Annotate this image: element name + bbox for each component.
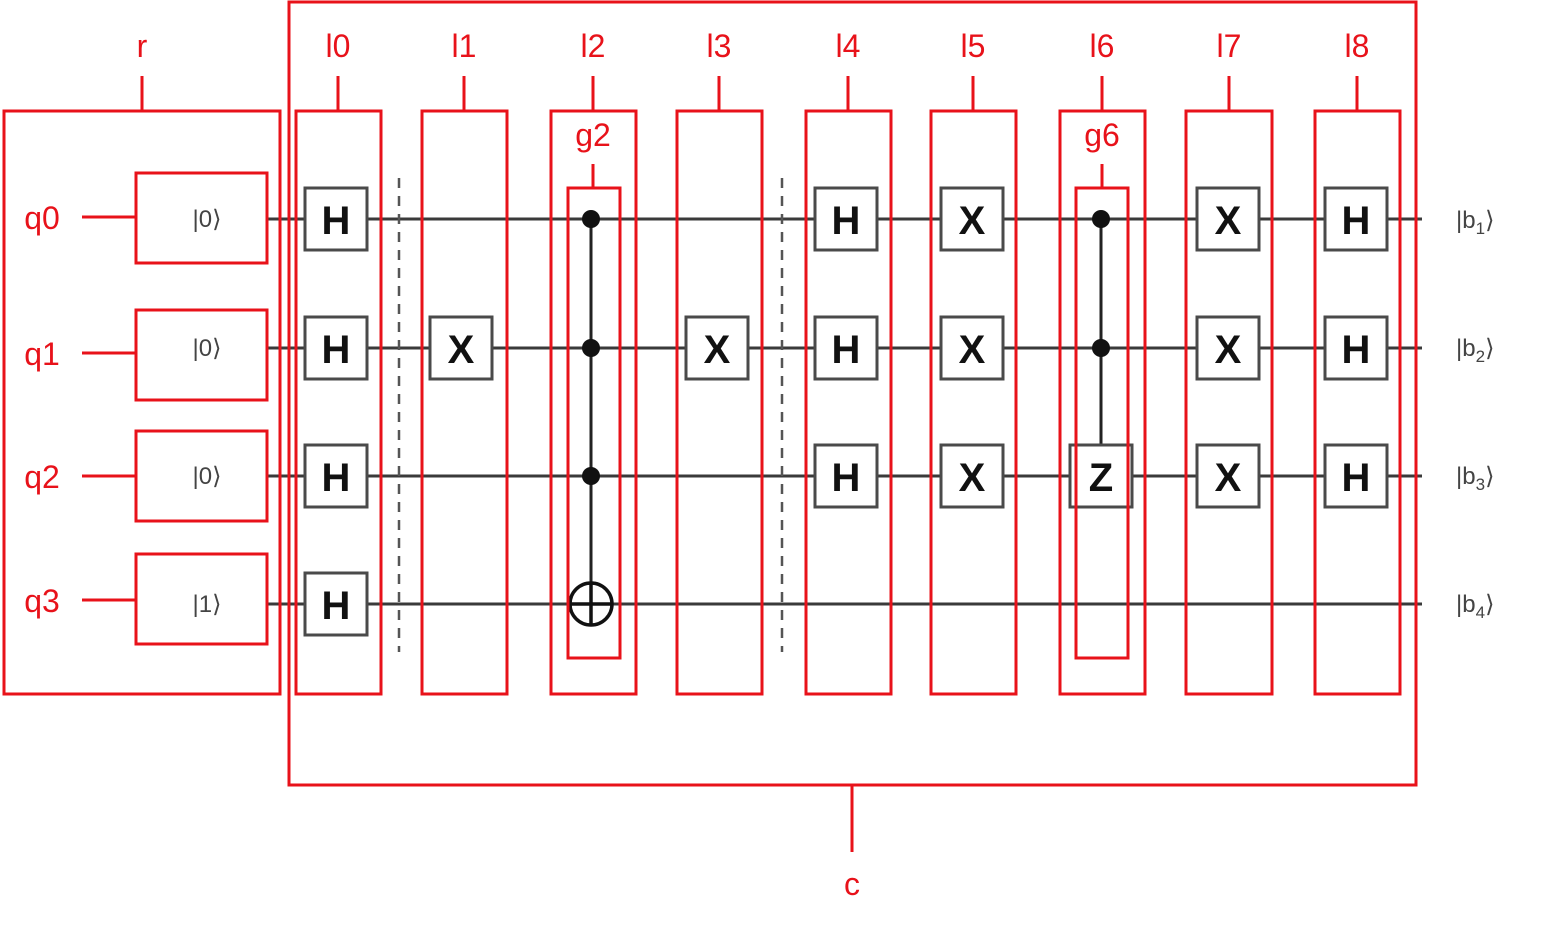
gate-h-l8-q0: H (1323, 186, 1389, 252)
layer-box-l1 (420, 109, 509, 696)
annotation-overlay: r q0 q1 q2 q3 c (2, 0, 1418, 902)
svg-text:H: H (832, 328, 861, 372)
qubit-box-q1 (134, 308, 269, 402)
gate-h-l4-q1: H (813, 315, 879, 381)
gate-h-l4-q0: H (813, 186, 879, 252)
layer-label-l2: l2 (581, 28, 606, 64)
control-dot-q0 (582, 210, 600, 228)
svg-text:H: H (1342, 328, 1371, 372)
gate-h-l8-q1: H (1323, 315, 1389, 381)
svg-text:X: X (959, 456, 986, 500)
input-ket-q0: |0⟩ (193, 206, 222, 233)
layer-label-l8: l8 (1345, 28, 1370, 64)
svg-text:H: H (1342, 199, 1371, 243)
svg-text:X: X (1215, 199, 1242, 243)
gate-h-l0-q3: H (303, 571, 369, 637)
layer-label-l4: l4 (836, 28, 861, 64)
input-ket-q2: |0⟩ (193, 463, 222, 490)
gate-x-l5-q2: X (939, 443, 1005, 509)
target-oplus-q3 (568, 581, 614, 627)
layer-label-l1: l1 (452, 28, 477, 64)
qubit-label-q0: q0 (24, 200, 60, 236)
gate-mcx-l2 (568, 210, 614, 627)
gate-x-l5-q1: X (939, 315, 1005, 381)
gate-h-l0-q0: H (303, 186, 369, 252)
svg-text:X: X (959, 328, 986, 372)
input-ket-q3: |1⟩ (193, 591, 222, 618)
gate-x-l5-q0: X (939, 186, 1005, 252)
svg-text:H: H (832, 456, 861, 500)
output-ket-q1: |b2⟩ (1456, 335, 1494, 366)
gate-x-l1-q1: X (428, 315, 494, 381)
input-ket-q1: |0⟩ (193, 335, 222, 362)
gate-ccz-l6: Z (1068, 210, 1134, 509)
group-label-g2: g2 (575, 117, 611, 153)
layer-label-l5: l5 (961, 28, 986, 64)
svg-text:X: X (1215, 328, 1242, 372)
gate-h-l8-q2: H (1323, 443, 1389, 509)
svg-text:Z: Z (1089, 456, 1113, 500)
group-label-g6: g6 (1084, 117, 1120, 153)
layer-l4-gates: H H H (813, 186, 879, 509)
output-ket-q2: |b3⟩ (1456, 463, 1494, 494)
svg-text:H: H (322, 584, 351, 628)
gate-h-l4-q2: H (813, 443, 879, 509)
register-label: r (137, 28, 148, 64)
svg-text:H: H (832, 199, 861, 243)
layer-label-l3: l3 (707, 28, 732, 64)
svg-text:H: H (322, 456, 351, 500)
gate-z-l6-q2: Z (1068, 443, 1134, 509)
layer-box-l3 (675, 109, 764, 696)
svg-text:X: X (704, 328, 731, 372)
output-ket-q0: |b1⟩ (1456, 207, 1494, 238)
control-dot-q1 (582, 339, 600, 357)
control-dot-q2 (582, 467, 600, 485)
svg-text:X: X (1215, 456, 1242, 500)
input-kets: |0⟩ |0⟩ |0⟩ |1⟩ (193, 206, 222, 618)
gate-x-l3-q1: X (684, 315, 750, 381)
output-kets: |b1⟩ |b2⟩ |b3⟩ |b4⟩ (1456, 207, 1494, 622)
layer-l7-gates: X X X (1195, 186, 1261, 509)
layer-l0-gates: H H H H (303, 186, 369, 637)
svg-text:H: H (322, 199, 351, 243)
gate-h-l0-q2: H (303, 443, 369, 509)
svg-text:X: X (448, 328, 475, 372)
qubit-label-q2: q2 (24, 459, 60, 495)
gate-x-l7-q1: X (1195, 315, 1261, 381)
output-ket-q3: |b4⟩ (1456, 591, 1494, 622)
layer-l5-gates: X X X (939, 186, 1005, 509)
control-dot-q1 (1092, 339, 1110, 357)
layer-l8-gates: H H H (1323, 186, 1389, 509)
qubit-label-q3: q3 (24, 583, 60, 619)
layer-label-l6: l6 (1090, 28, 1115, 64)
qubit-label-q1: q1 (24, 336, 60, 372)
gate-x-l7-q0: X (1195, 186, 1261, 252)
control-dot-q0 (1092, 210, 1110, 228)
gate-x-l7-q2: X (1195, 443, 1261, 509)
circuit-box (287, 0, 1418, 787)
layer-label-l0: l0 (326, 28, 351, 64)
gate-h-l0-q1: H (303, 315, 369, 381)
svg-text:X: X (959, 199, 986, 243)
svg-text:H: H (322, 328, 351, 372)
circuit-label: c (844, 866, 860, 902)
layer-label-l7: l7 (1217, 28, 1242, 64)
qubit-wires (268, 217, 1422, 606)
svg-text:H: H (1342, 456, 1371, 500)
